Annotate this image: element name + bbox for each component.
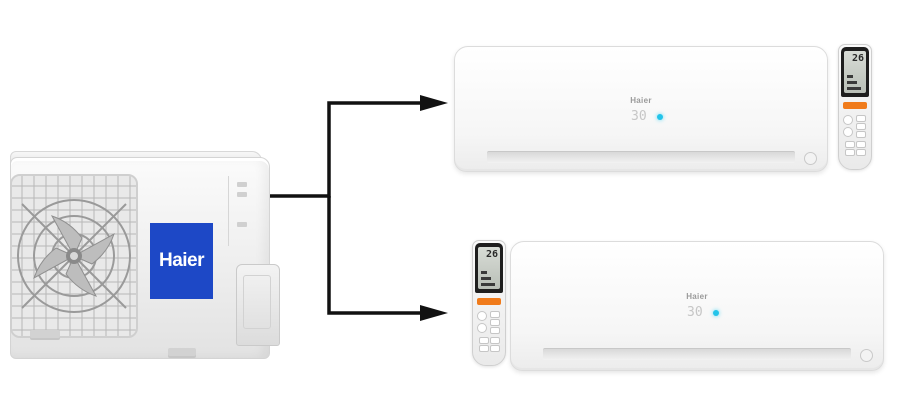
indoor-brand-upper: Haier	[630, 96, 652, 105]
indoor-display-lower: 30	[687, 305, 703, 320]
sensor-icon	[804, 152, 817, 165]
outdoor-side-panel	[228, 176, 265, 246]
remote-lcd: 26	[844, 51, 866, 93]
remote-button[interactable]	[856, 149, 866, 156]
indoor-brand-lower: Haier	[686, 292, 708, 301]
remote-button[interactable]	[845, 141, 855, 148]
pipe-to-lower-unit	[327, 196, 440, 315]
indoor-display-upper: 30	[631, 109, 647, 124]
remote-button[interactable]	[856, 141, 866, 148]
indoor-unit-upper: Haier 30	[454, 46, 828, 172]
remote-button[interactable]	[490, 319, 500, 326]
lcd-segment	[481, 271, 487, 274]
outdoor-brand-text: Haier	[158, 250, 205, 271]
remote-control-upper: 26	[838, 44, 872, 170]
power-button[interactable]	[843, 102, 867, 109]
remote-button[interactable]	[490, 345, 500, 352]
outdoor-foot	[30, 330, 60, 338]
down-button[interactable]	[477, 323, 487, 333]
remote-control-lower: 26	[472, 240, 506, 366]
up-button[interactable]	[477, 311, 487, 321]
arrow-upper-icon	[420, 95, 448, 111]
lcd-segment	[847, 81, 857, 84]
status-indicator-icon	[657, 114, 663, 120]
up-button[interactable]	[843, 115, 853, 125]
status-indicator-icon	[713, 310, 719, 316]
remote-lcd: 26	[478, 247, 500, 289]
lcd-segment	[481, 277, 491, 280]
outdoor-foot	[168, 348, 196, 356]
arrow-lower-icon	[420, 305, 448, 321]
down-button[interactable]	[843, 127, 853, 137]
remote-button[interactable]	[856, 115, 866, 122]
service-valve-cover	[236, 264, 280, 346]
side-slot	[237, 192, 247, 197]
fan-grille-icon	[10, 174, 138, 338]
remote-button[interactable]	[479, 337, 489, 344]
remote-button[interactable]	[845, 149, 855, 156]
indoor-unit-lower: Haier 30	[510, 241, 884, 371]
remote-button[interactable]	[856, 131, 866, 138]
remote-button[interactable]	[490, 337, 500, 344]
air-outlet-vent	[487, 151, 795, 163]
lcd-segment	[847, 87, 861, 90]
sensor-icon	[860, 349, 873, 362]
pipe-to-upper-unit	[268, 101, 440, 198]
remote-screen: 26	[475, 243, 503, 293]
lcd-segment	[847, 75, 853, 78]
power-button[interactable]	[477, 298, 501, 305]
remote-button[interactable]	[479, 345, 489, 352]
haier-logo: Haier	[150, 223, 213, 299]
remote-temp: 26	[485, 249, 498, 260]
side-slot	[237, 182, 247, 187]
remote-screen: 26	[841, 47, 869, 97]
remote-temp: 26	[851, 53, 864, 64]
side-slot	[237, 222, 247, 227]
lcd-segment	[481, 283, 495, 286]
remote-button[interactable]	[856, 123, 866, 130]
remote-button[interactable]	[490, 327, 500, 334]
remote-button[interactable]	[490, 311, 500, 318]
air-outlet-vent	[543, 348, 851, 360]
